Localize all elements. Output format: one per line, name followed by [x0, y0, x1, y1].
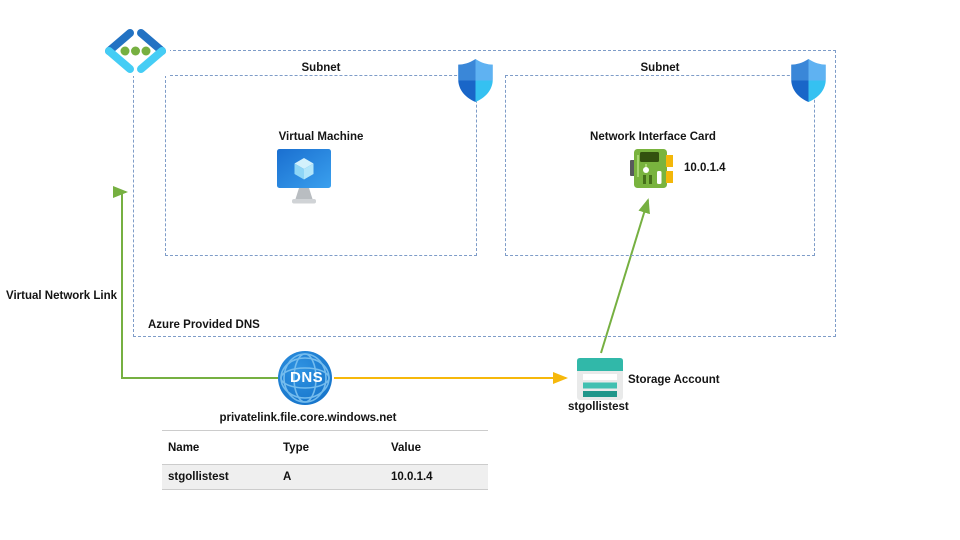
table-header-name: Name	[168, 441, 200, 454]
dns-globe-icon	[278, 351, 332, 405]
vnet-link-arrow	[113, 186, 280, 379]
storage-account-label: Storage Account	[628, 374, 720, 386]
dns-record-table: Name Type Value stgollistest A 10.0.1.4	[162, 430, 488, 490]
virtual-network-link-label: Virtual Network Link	[6, 290, 117, 302]
virtual-network-icon	[100, 26, 170, 76]
record-type-cell: A	[283, 471, 292, 483]
azure-provided-dns-label: Azure Provided DNS	[148, 319, 260, 331]
subnet-right-boundary	[505, 75, 815, 256]
storage-to-nic-arrow	[600, 198, 650, 354]
storage-account-icon	[577, 358, 623, 400]
storage-account-name: stgollistest	[568, 401, 629, 413]
subnet-right-label: Subnet	[640, 62, 680, 74]
nic-ip-label: 10.0.1.4	[684, 162, 726, 174]
nic-icon	[630, 149, 673, 188]
table-header-value: Value	[391, 441, 422, 454]
virtual-machine-icon	[277, 149, 331, 204]
nsg-shield-icon	[791, 59, 826, 102]
virtual-network-boundary	[133, 50, 836, 337]
record-name-cell: stgollistest	[168, 471, 229, 483]
subnet-left-boundary	[165, 75, 477, 256]
table-row: stgollistest A 10.0.1.4	[162, 465, 488, 489]
subnet-left-label: Subnet	[301, 62, 341, 74]
table-bottom-rule	[162, 489, 488, 490]
network-interface-card-label: Network Interface Card	[590, 131, 716, 143]
table-header-row: Name Type Value	[162, 431, 488, 464]
private-dns-zone-name: privatelink.file.core.windows.net	[219, 412, 397, 424]
table-mid-rule	[162, 464, 488, 465]
table-header-type: Type	[283, 441, 309, 454]
table-top-rule	[162, 430, 488, 431]
dns-badge-text: DNS	[290, 369, 324, 386]
virtual-machine-label: Virtual Machine	[278, 131, 364, 143]
nsg-shield-icon	[458, 59, 493, 102]
record-value-cell: 10.0.1.4	[391, 471, 433, 483]
